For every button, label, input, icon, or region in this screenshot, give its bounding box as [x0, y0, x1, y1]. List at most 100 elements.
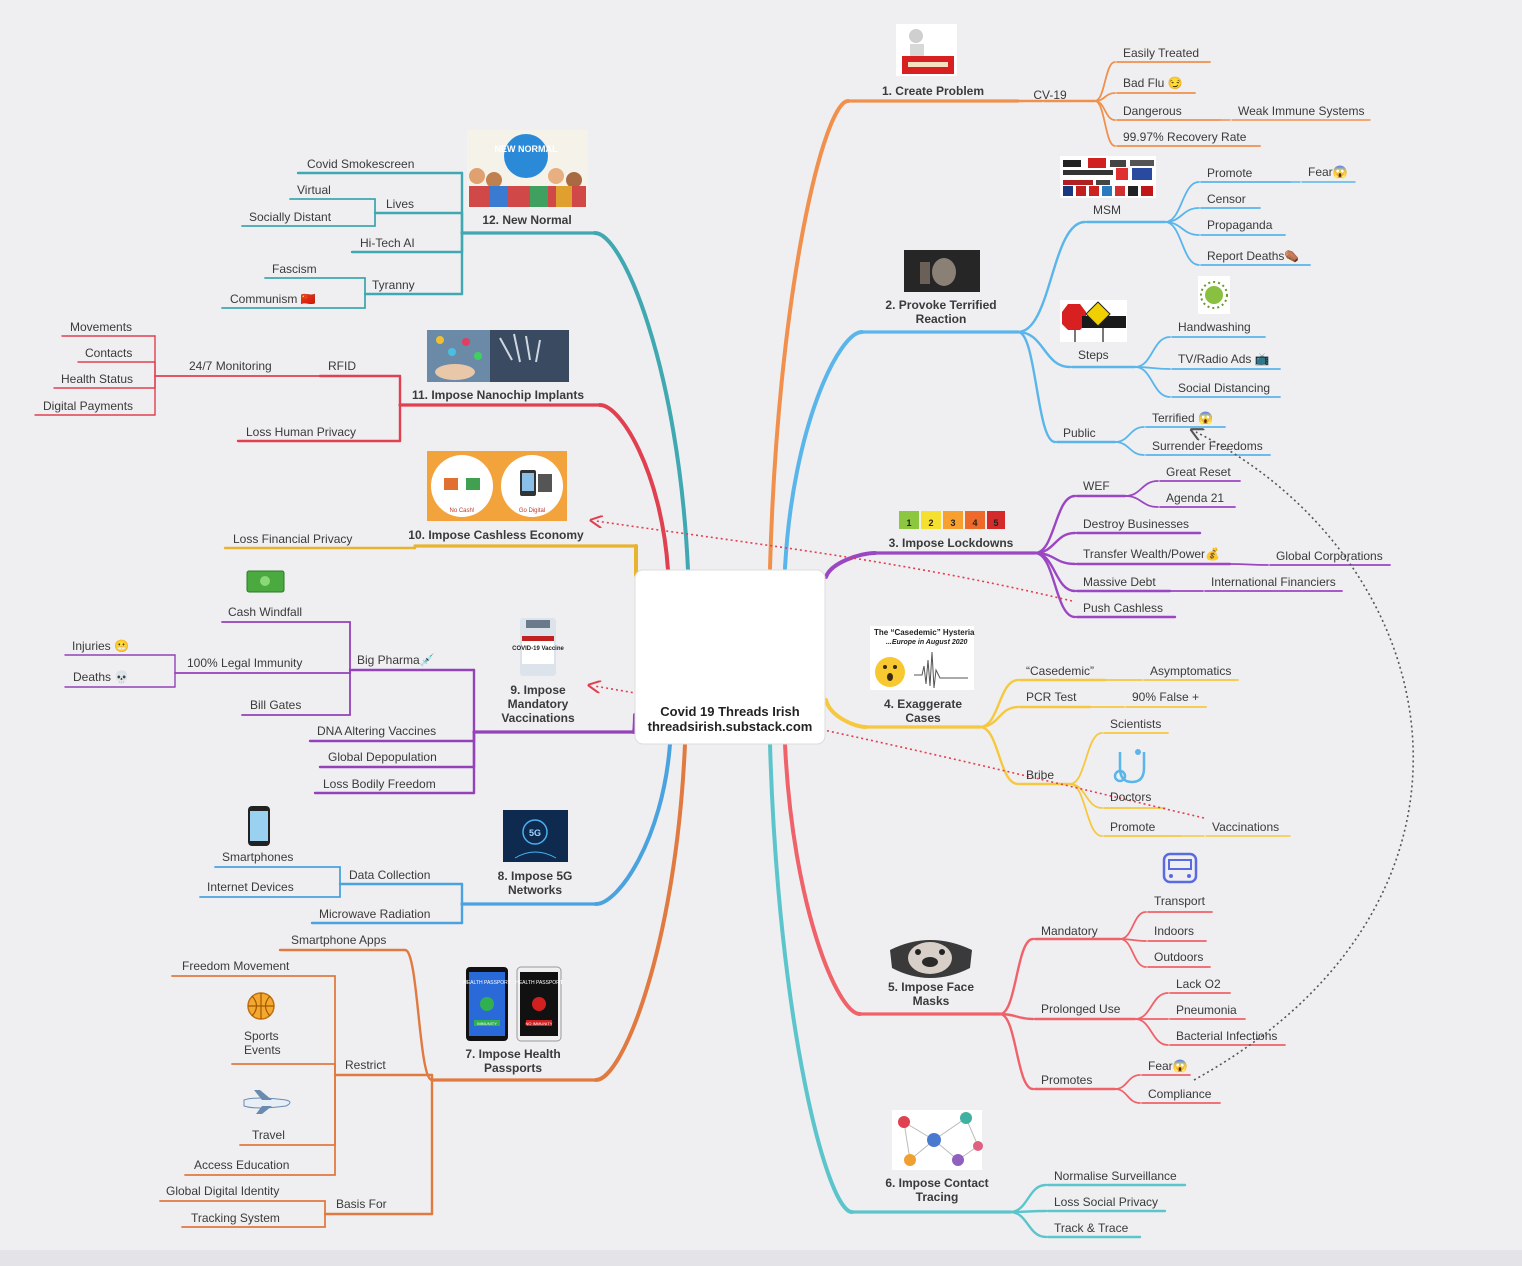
- node-prolonged-use[interactable]: Prolonged Use: [1041, 1002, 1121, 1016]
- node-loss-social-privacy[interactable]: Loss Social Privacy: [1054, 1195, 1158, 1209]
- branch-topic-3-impose-lockdowns[interactable]: 3. Impose Lockdowns: [889, 536, 1014, 550]
- branch-topic-9-impose-mandatory-vaccinations-line-3[interactable]: Vaccinations: [501, 711, 575, 725]
- node-report-deaths[interactable]: Report Deaths⚰️: [1207, 249, 1299, 263]
- node-pneumonia[interactable]: Pneumonia: [1176, 1003, 1237, 1017]
- node-normalise-surveillance[interactable]: Normalise Surveillance: [1054, 1169, 1177, 1183]
- node-bacterial-infections[interactable]: Bacterial Infections: [1176, 1029, 1277, 1043]
- node-massive-debt[interactable]: Massive Debt: [1083, 575, 1156, 589]
- branch-topic-8-impose-5g-networks-line-2[interactable]: Networks: [508, 883, 562, 897]
- node-transfer-wealth-power[interactable]: Transfer Wealth/Power💰: [1083, 547, 1220, 561]
- node-fascism[interactable]: Fascism: [272, 262, 317, 276]
- node-freedom-movement[interactable]: Freedom Movement: [182, 959, 290, 973]
- branch-topic-11-impose-nanochip-implants[interactable]: 11. Impose Nanochip Implants: [412, 388, 584, 402]
- node-agenda-21[interactable]: Agenda 21: [1166, 491, 1224, 505]
- node-lives[interactable]: Lives: [386, 197, 414, 211]
- branch-topic-8-impose-5g-networks-line-1[interactable]: 8. Impose 5G: [498, 869, 573, 883]
- branch-topic-1-create-problem[interactable]: 1. Create Problem: [882, 84, 984, 98]
- node-terrified[interactable]: Terrified 😱: [1152, 411, 1213, 425]
- node-communism[interactable]: Communism 🇨🇳: [230, 292, 316, 306]
- branch-topic-4-exaggerate-cases-line-2[interactable]: Cases: [905, 711, 941, 725]
- branch-topic-4-exaggerate-cases-line-1[interactable]: 4. Exaggerate: [884, 697, 962, 711]
- node-mandatory[interactable]: Mandatory: [1041, 924, 1098, 938]
- node-basis-for[interactable]: Basis For: [336, 1197, 387, 1211]
- node-deaths[interactable]: Deaths 💀: [73, 670, 129, 684]
- node-international-financiers[interactable]: International Financiers: [1211, 575, 1336, 589]
- branch-topic-12-new-normal[interactable]: 12. New Normal: [482, 213, 571, 227]
- node-surrender-freedoms[interactable]: Surrender Freedoms: [1152, 439, 1263, 453]
- node-bribe[interactable]: Bribe: [1026, 768, 1054, 782]
- node-global-corporations[interactable]: Global Corporations: [1276, 549, 1383, 563]
- node-wef[interactable]: WEF: [1083, 479, 1110, 493]
- node-casedemic[interactable]: “Casedemic”: [1026, 664, 1094, 678]
- node-24-7-monitoring[interactable]: 24/7 Monitoring: [189, 359, 272, 373]
- node-bad-flu[interactable]: Bad Flu 😏: [1123, 76, 1183, 90]
- node-tracking-system[interactable]: Tracking System: [191, 1211, 280, 1225]
- node-smartphone-apps[interactable]: Smartphone Apps: [291, 933, 386, 947]
- branch-topic-5-impose-face-masks-line-2[interactable]: Masks: [913, 994, 950, 1008]
- node-outdoors[interactable]: Outdoors: [1154, 950, 1203, 964]
- central-topic[interactable]: Covid 19 Threads Irish threadsirish.subs…: [634, 569, 826, 745]
- node-track-trace[interactable]: Track & Trace: [1054, 1221, 1129, 1235]
- node-steps[interactable]: Steps: [1078, 348, 1109, 362]
- node-covid-smokescreen[interactable]: Covid Smokescreen: [307, 157, 414, 171]
- node-vaccinations[interactable]: Vaccinations: [1212, 820, 1279, 834]
- node-fear[interactable]: Fear😱: [1148, 1059, 1188, 1073]
- node-dangerous[interactable]: Dangerous: [1123, 104, 1182, 118]
- node-propaganda[interactable]: Propaganda: [1207, 218, 1273, 232]
- branch-topic-9-impose-mandatory-vaccinations-line-2[interactable]: Mandatory: [508, 697, 569, 711]
- node-push-cashless[interactable]: Push Cashless: [1083, 601, 1163, 615]
- node-big-pharma[interactable]: Big Pharma💉: [357, 653, 435, 667]
- node-loss-bodily-freedom[interactable]: Loss Bodily Freedom: [323, 777, 436, 791]
- node-doctors[interactable]: Doctors: [1110, 790, 1151, 804]
- node-health-status[interactable]: Health Status: [61, 372, 133, 386]
- branch-topic-10-impose-cashless-economy[interactable]: 10. Impose Cashless Economy: [408, 528, 584, 542]
- node-movements[interactable]: Movements: [70, 320, 132, 334]
- node-loss-financial-privacy[interactable]: Loss Financial Privacy: [233, 532, 352, 546]
- node-90-false[interactable]: 90% False +: [1132, 690, 1199, 704]
- branch-topic-5-impose-face-masks-line-1[interactable]: 5. Impose Face: [888, 980, 974, 994]
- node-tyranny[interactable]: Tyranny: [372, 278, 415, 292]
- node-hi-tech-ai[interactable]: Hi-Tech AI: [360, 236, 415, 250]
- node-censor[interactable]: Censor: [1207, 192, 1246, 206]
- node-microwave-radiation[interactable]: Microwave Radiation: [319, 907, 430, 921]
- node-travel[interactable]: Travel: [252, 1128, 285, 1142]
- node-data-collection[interactable]: Data Collection: [349, 868, 430, 882]
- node-socially-distant[interactable]: Socially Distant: [249, 210, 332, 224]
- node-promote[interactable]: Promote: [1110, 820, 1156, 834]
- node-loss-human-privacy[interactable]: Loss Human Privacy: [246, 425, 356, 439]
- node-restrict[interactable]: Restrict: [345, 1058, 386, 1072]
- node-bill-gates[interactable]: Bill Gates: [250, 698, 301, 712]
- node-rfid[interactable]: RFID: [328, 359, 356, 373]
- branch-topic-9-impose-mandatory-vaccinations-line-1[interactable]: 9. Impose: [510, 683, 566, 697]
- node-asymptomatics[interactable]: Asymptomatics: [1150, 664, 1231, 678]
- node-weak-immune-systems[interactable]: Weak Immune Systems: [1238, 104, 1364, 118]
- node-indoors[interactable]: Indoors: [1154, 924, 1194, 938]
- node-destroy-businesses[interactable]: Destroy Businesses: [1083, 517, 1189, 531]
- node-fear[interactable]: Fear😱: [1308, 165, 1348, 179]
- node-compliance[interactable]: Compliance: [1148, 1087, 1212, 1101]
- node-99-97-recovery-rate[interactable]: 99.97% Recovery Rate: [1123, 130, 1247, 144]
- node-sports-events-line-2[interactable]: Events: [244, 1043, 281, 1057]
- node-lack-o2[interactable]: Lack O2: [1176, 977, 1221, 991]
- node-public[interactable]: Public: [1063, 426, 1096, 440]
- node-tv-radio-ads[interactable]: TV/Radio Ads 📺: [1178, 352, 1270, 366]
- node-smartphones[interactable]: Smartphones: [222, 850, 293, 864]
- node-great-reset[interactable]: Great Reset: [1166, 465, 1231, 479]
- node-injuries[interactable]: Injuries 😬: [72, 639, 129, 653]
- node-social-distancing[interactable]: Social Distancing: [1178, 381, 1270, 395]
- node-contacts[interactable]: Contacts: [85, 346, 132, 360]
- node-msm[interactable]: MSM: [1093, 203, 1121, 217]
- node-global-depopulation[interactable]: Global Depopulation: [328, 750, 437, 764]
- node-dna-altering-vaccines[interactable]: DNA Altering Vaccines: [317, 724, 436, 738]
- branch-topic-7-impose-health-passports-line-1[interactable]: 7. Impose Health: [465, 1047, 560, 1061]
- node-handwashing[interactable]: Handwashing: [1178, 320, 1251, 334]
- branch-topic-2-provoke-terrified-reaction-line-2[interactable]: Reaction: [916, 312, 967, 326]
- node-promotes[interactable]: Promotes: [1041, 1073, 1092, 1087]
- node-easily-treated[interactable]: Easily Treated: [1123, 46, 1199, 60]
- node-100-legal-immunity[interactable]: 100% Legal Immunity: [187, 656, 302, 670]
- node-internet-devices[interactable]: Internet Devices: [207, 880, 294, 894]
- branch-topic-6-impose-contact-tracing-line-1[interactable]: 6. Impose Contact: [885, 1176, 988, 1190]
- node-cash-windfall[interactable]: Cash Windfall: [228, 605, 302, 619]
- node-scientists[interactable]: Scientists: [1110, 717, 1161, 731]
- branch-topic-2-provoke-terrified-reaction-line-1[interactable]: 2. Provoke Terrified: [885, 298, 996, 312]
